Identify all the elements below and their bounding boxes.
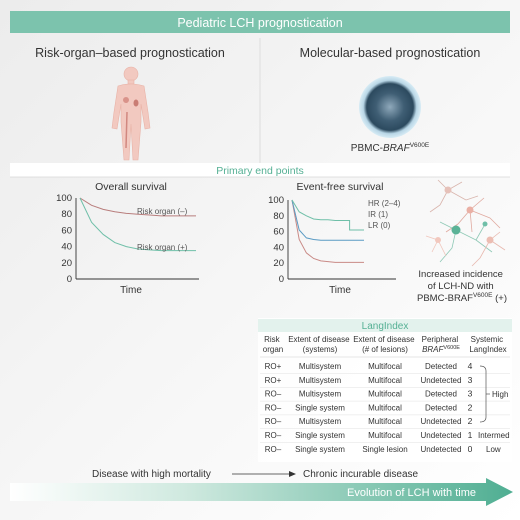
langindex-cell: Multifocal [368,390,402,399]
group-intermed: Intermed [478,431,510,440]
header-systemic-langindex: Systemic LangIndex [469,335,506,354]
langindex-cell: Multifocal [368,417,402,426]
langindex-cell: 3 [468,389,473,399]
langindex-cell: Single system [295,403,345,412]
efs-ytick-label: 100 [268,195,284,206]
os-ytick-label: 20 [61,258,72,269]
event-free-survival-chart: Event-free survival 100 80 60 40 20 0 HR (2–4… [268,181,401,296]
os-legend-negative: Risk organ (–) [137,207,188,216]
group-high: High [492,390,508,399]
group-low: Low [486,445,501,454]
langindex-cell: RO+ [265,376,282,385]
langindex-cell: Undetected [421,445,462,454]
langindex-cell: Undetected [421,417,462,426]
efs-xlabel: Time [329,285,351,296]
langindex-cell: RO+ [265,362,282,371]
langindex-cell: Single system [295,445,345,454]
langindex-cell: RO– [265,445,282,454]
efs-ytick-label: 80 [273,211,284,222]
efs-legend-hr: HR (2–4) [368,199,401,208]
efs-title: Event-free survival [297,181,384,193]
efs-y-ticks: 100 80 60 40 20 0 [268,195,284,285]
header-extent-lesions: Extent of disease (# of lesions) [353,335,417,354]
langindex-cell: Undetected [421,431,462,440]
langindex-title: LangIndex [362,321,409,332]
langindex-cell: RO– [265,390,282,399]
langindex-cell: Multisystem [299,362,342,371]
title-bar [10,11,510,33]
langindex-cell: RO– [265,417,282,426]
primary-endpoints-label: Primary end points [216,165,304,177]
efs-ytick-label: 40 [273,242,284,253]
endpoints-band [10,163,510,177]
overall-survival-chart: Overall survival 100 80 60 40 20 0 Risk organ… [56,181,199,296]
header-risk-organ: Risk organ [263,335,283,354]
continuum-arrow-head [289,471,296,477]
neuron-cells-icon [425,179,506,267]
langindex-cell: Multifocal [368,431,402,440]
efs-ytick-label: 20 [273,258,284,269]
efs-series-lr [291,199,364,231]
langindex-cell: RO– [265,403,282,412]
langindex-cell: Detected [425,362,457,371]
os-series-risk-organ-positive [79,197,196,252]
langindex-table: LangIndex Risk organ Extent of disease (… [258,318,512,462]
disease-high-mortality: Disease with high mortality [92,469,211,480]
evolution-label: Evolution of LCH with time [347,487,476,499]
os-ytick-label: 60 [61,225,72,236]
neuro-caption: Increased incidence of LCH-ND with PBMC-… [417,269,507,304]
langindex-cell: Detected [425,390,457,399]
langindex-cell: Detected [425,403,457,412]
langindex-title-bar [258,319,512,332]
efs-legend-lr: LR (0) [368,221,391,230]
disease-chronic: Chronic incurable disease [303,469,419,480]
os-ytick-label: 80 [61,209,72,220]
langindex-cell: Multifocal [368,403,402,412]
os-legend-positive: Risk organ (+) [137,243,188,252]
langindex-cell: 2 [468,402,473,412]
os-ytick-label: 0 [67,274,72,285]
os-xlabel: Time [120,285,142,296]
efs-legend-ir: IR (1) [368,210,388,219]
langindex-cell: 2 [468,416,473,426]
header-extent-systems: Extent of disease (systems) [288,335,352,354]
pbmc-cell-icon [359,76,421,138]
efs-series-ir [291,199,364,241]
langindex-cell: 1 [468,430,473,440]
pbmc-label: PBMC-BRAFV600E [351,142,430,154]
langindex-cell: Multifocal [368,376,402,385]
os-ytick-label: 40 [61,242,72,253]
langindex-cell: Multisystem [299,376,342,385]
title-text: Pediatric LCH prognostication [177,16,342,30]
risk-organ-header: Risk-organ–based prognostication [35,46,225,60]
langindex-cell: Single lesion [362,445,407,454]
molecular-header: Molecular-based prognostication [300,46,481,60]
langindex-cell: 3 [468,375,473,385]
os-y-ticks: 100 80 60 40 20 0 [56,193,72,285]
langindex-cell: 0 [468,444,473,454]
os-title: Overall survival [95,181,167,193]
langindex-cell: Multisystem [299,390,342,399]
efs-series-hr [291,199,364,263]
langindex-cell: Single system [295,431,345,440]
os-series-risk-organ-negative [79,197,196,217]
langindex-cell: Undetected [421,376,462,385]
langindex-cell: Multisystem [299,417,342,426]
langindex-cell: RO– [265,431,282,440]
human-body-icon [111,66,151,161]
efs-ytick-label: 0 [279,274,284,285]
langindex-cell: Multifocal [368,362,402,371]
header-peripheral-braf: Peripheral BRAFV600E [422,335,461,354]
efs-ytick-label: 60 [273,227,284,238]
langindex-cell: 4 [468,361,473,371]
langindex-bg [258,318,512,462]
os-ytick-label: 100 [56,193,72,204]
evolution-arrow [10,478,513,506]
